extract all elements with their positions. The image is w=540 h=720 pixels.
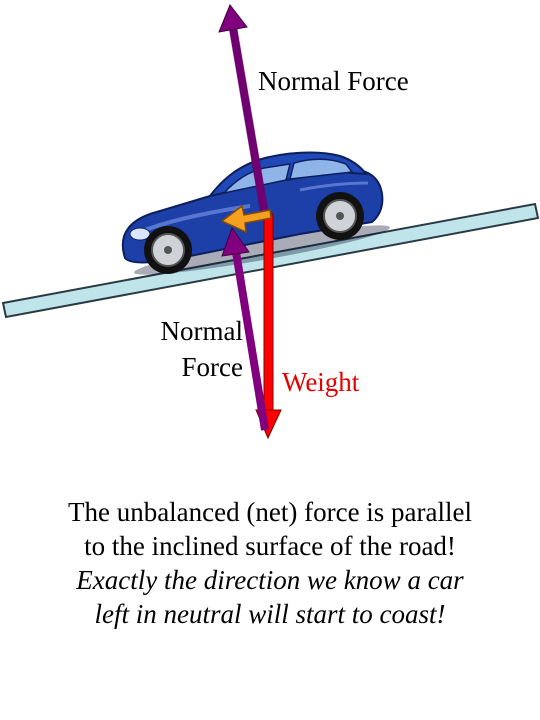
weight-label: Weight <box>282 367 360 397</box>
normal-force-arrow <box>218 4 269 211</box>
caption: The unbalanced (net) force is parallel t… <box>0 495 540 631</box>
normal-force-label-bottom: Normal Force <box>100 313 243 385</box>
caption-line-1: The unbalanced (net) force is parallel <box>67 497 473 527</box>
caption-line-4: left in neutral will start to coast! <box>94 599 446 629</box>
normal-force-label-line1: Normal <box>160 316 243 346</box>
caption-line-3: Exactly the direction we know a car <box>76 565 464 595</box>
caption-line-2: to the inclined surface of the road! <box>84 531 456 561</box>
rear-wheel <box>316 192 364 240</box>
normal-force-reaction-arrow <box>221 226 269 431</box>
normal-force-label-top: Normal Force <box>258 66 409 96</box>
incline-force-diagram <box>1 4 540 440</box>
front-wheel <box>144 226 192 274</box>
net-force-arrow <box>220 204 272 234</box>
normal-force-label-line2: Force <box>181 352 243 382</box>
